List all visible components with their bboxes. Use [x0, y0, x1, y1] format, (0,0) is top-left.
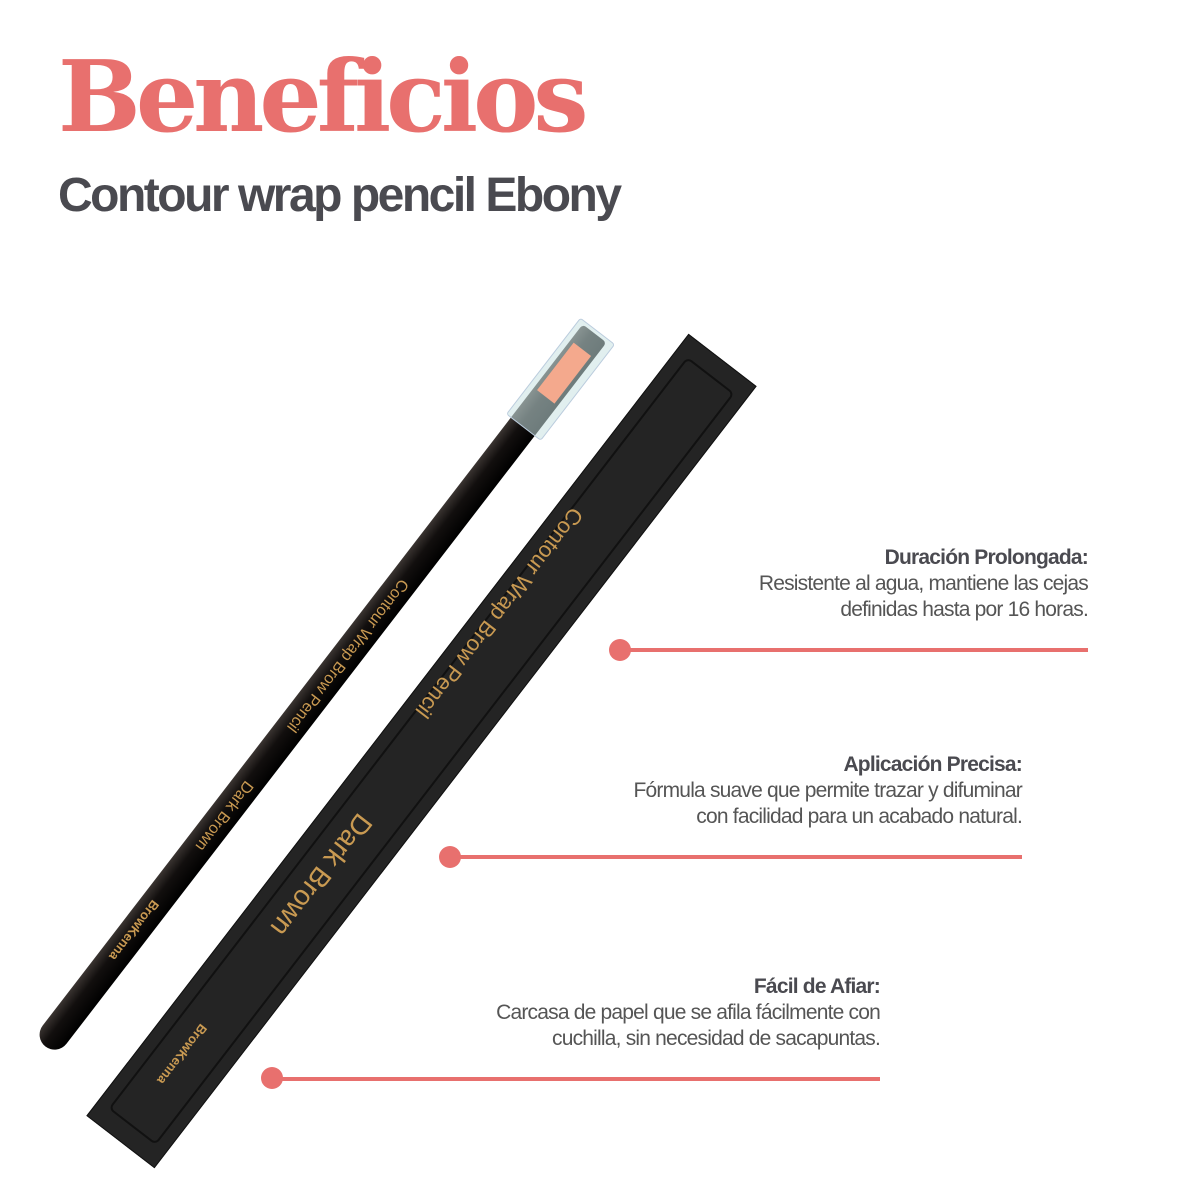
pencil-product-name: Contour Wrap Brow Pencil — [283, 575, 412, 736]
callout-text: Resistente al agua, mantiene las cejas — [758, 572, 1089, 595]
callout-heading: Duración Prolongada: — [884, 546, 1089, 569]
callout-line — [272, 1077, 880, 1081]
callout-sharpen: Fácil de Afiar: Carcasa de papel que se … — [496, 974, 881, 1052]
callout-text: cuchilla, sin necesidad de sacapuntas. — [552, 1027, 881, 1050]
callout-text: definidas hasta por 16 horas. — [840, 598, 1088, 621]
pencil-brand: BrowKenna — [106, 897, 163, 964]
page-subtitle: Contour wrap pencil Ebony — [58, 169, 622, 222]
page-title: Beneficios — [58, 40, 589, 155]
callout-text: Fórmula suave que permite trazar y difum… — [633, 779, 1023, 802]
callout-precision: Aplicación Precisa: Fórmula suave que pe… — [633, 752, 1023, 830]
callout-dot — [439, 846, 461, 868]
callout-text: Carcasa de papel que se afila fácilmente… — [496, 1001, 881, 1024]
callout-line — [450, 855, 1022, 859]
callout-dot — [261, 1067, 283, 1089]
callout-text: con facilidad para un acabado natural. — [696, 805, 1023, 828]
callout-line — [620, 648, 1088, 652]
callout-heading: Fácil de Afiar: — [753, 975, 881, 998]
callout-heading: Aplicación Precisa: — [843, 753, 1022, 776]
callout-dot — [609, 639, 631, 661]
pencil-shade: Dark Brown — [191, 777, 257, 854]
callout-duration: Duración Prolongada: Resistente al agua,… — [758, 545, 1089, 623]
